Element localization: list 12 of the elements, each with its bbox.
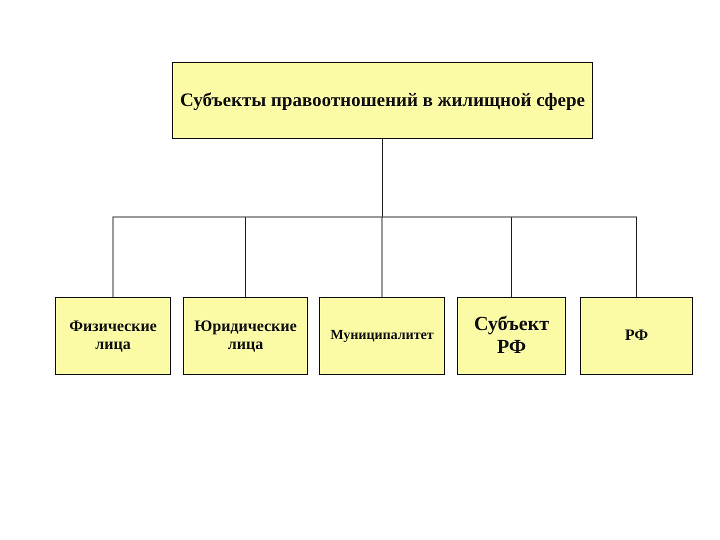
category-box	[55, 297, 171, 375]
title-box	[172, 62, 593, 139]
category-box	[457, 297, 566, 375]
box-label: РФ	[624, 327, 648, 345]
box-label: Юридические лица	[193, 318, 298, 354]
box-label: Субъект РФ	[472, 313, 550, 359]
category-box	[183, 297, 308, 375]
box-label: Физические лица	[68, 318, 158, 354]
category-box	[580, 297, 693, 375]
category-box	[319, 297, 445, 375]
box-label: Муниципалитет	[330, 328, 434, 344]
box-label: Субъекты правоотношений в жилищной сфере	[180, 90, 585, 112]
